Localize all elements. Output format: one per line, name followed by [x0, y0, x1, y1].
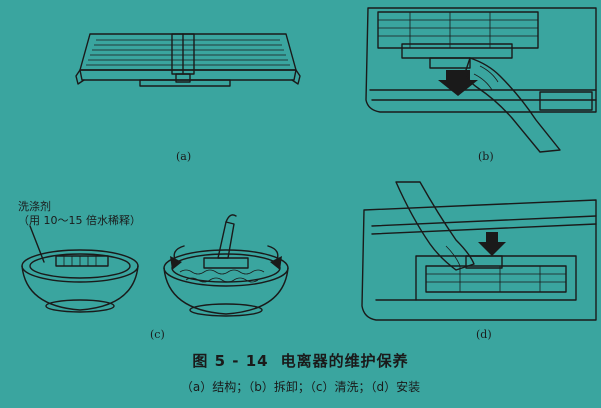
detergent-label: 洗涤剂 — [18, 200, 51, 213]
figure-subtitle: （a）结构；（b）拆卸；（c）清洗；（d）安装 — [180, 380, 421, 394]
panel-label-b: (b) — [478, 150, 494, 163]
figure-title: 电离器的维护保养 — [280, 352, 409, 370]
detergent-note: 洗涤剂 （用 10～15 倍水稀释） — [18, 200, 141, 228]
ionizer-installation-drawing — [361, 181, 597, 321]
figure-number: 图 5 - 14 — [192, 352, 269, 370]
figure-caption: 图 5 - 14 电离器的维护保养 — [0, 350, 601, 371]
panel-label-d: (d) — [476, 328, 492, 341]
ionizer-structure-drawing — [75, 33, 301, 87]
panel-label-a: (a) — [176, 150, 192, 163]
detergent-dilution: （用 10～15 倍水稀释） — [18, 214, 141, 227]
panel-label-c: (c) — [150, 328, 165, 341]
ionizer-cleaning-drawing — [21, 214, 289, 317]
ionizer-removal-drawing — [365, 7, 597, 153]
